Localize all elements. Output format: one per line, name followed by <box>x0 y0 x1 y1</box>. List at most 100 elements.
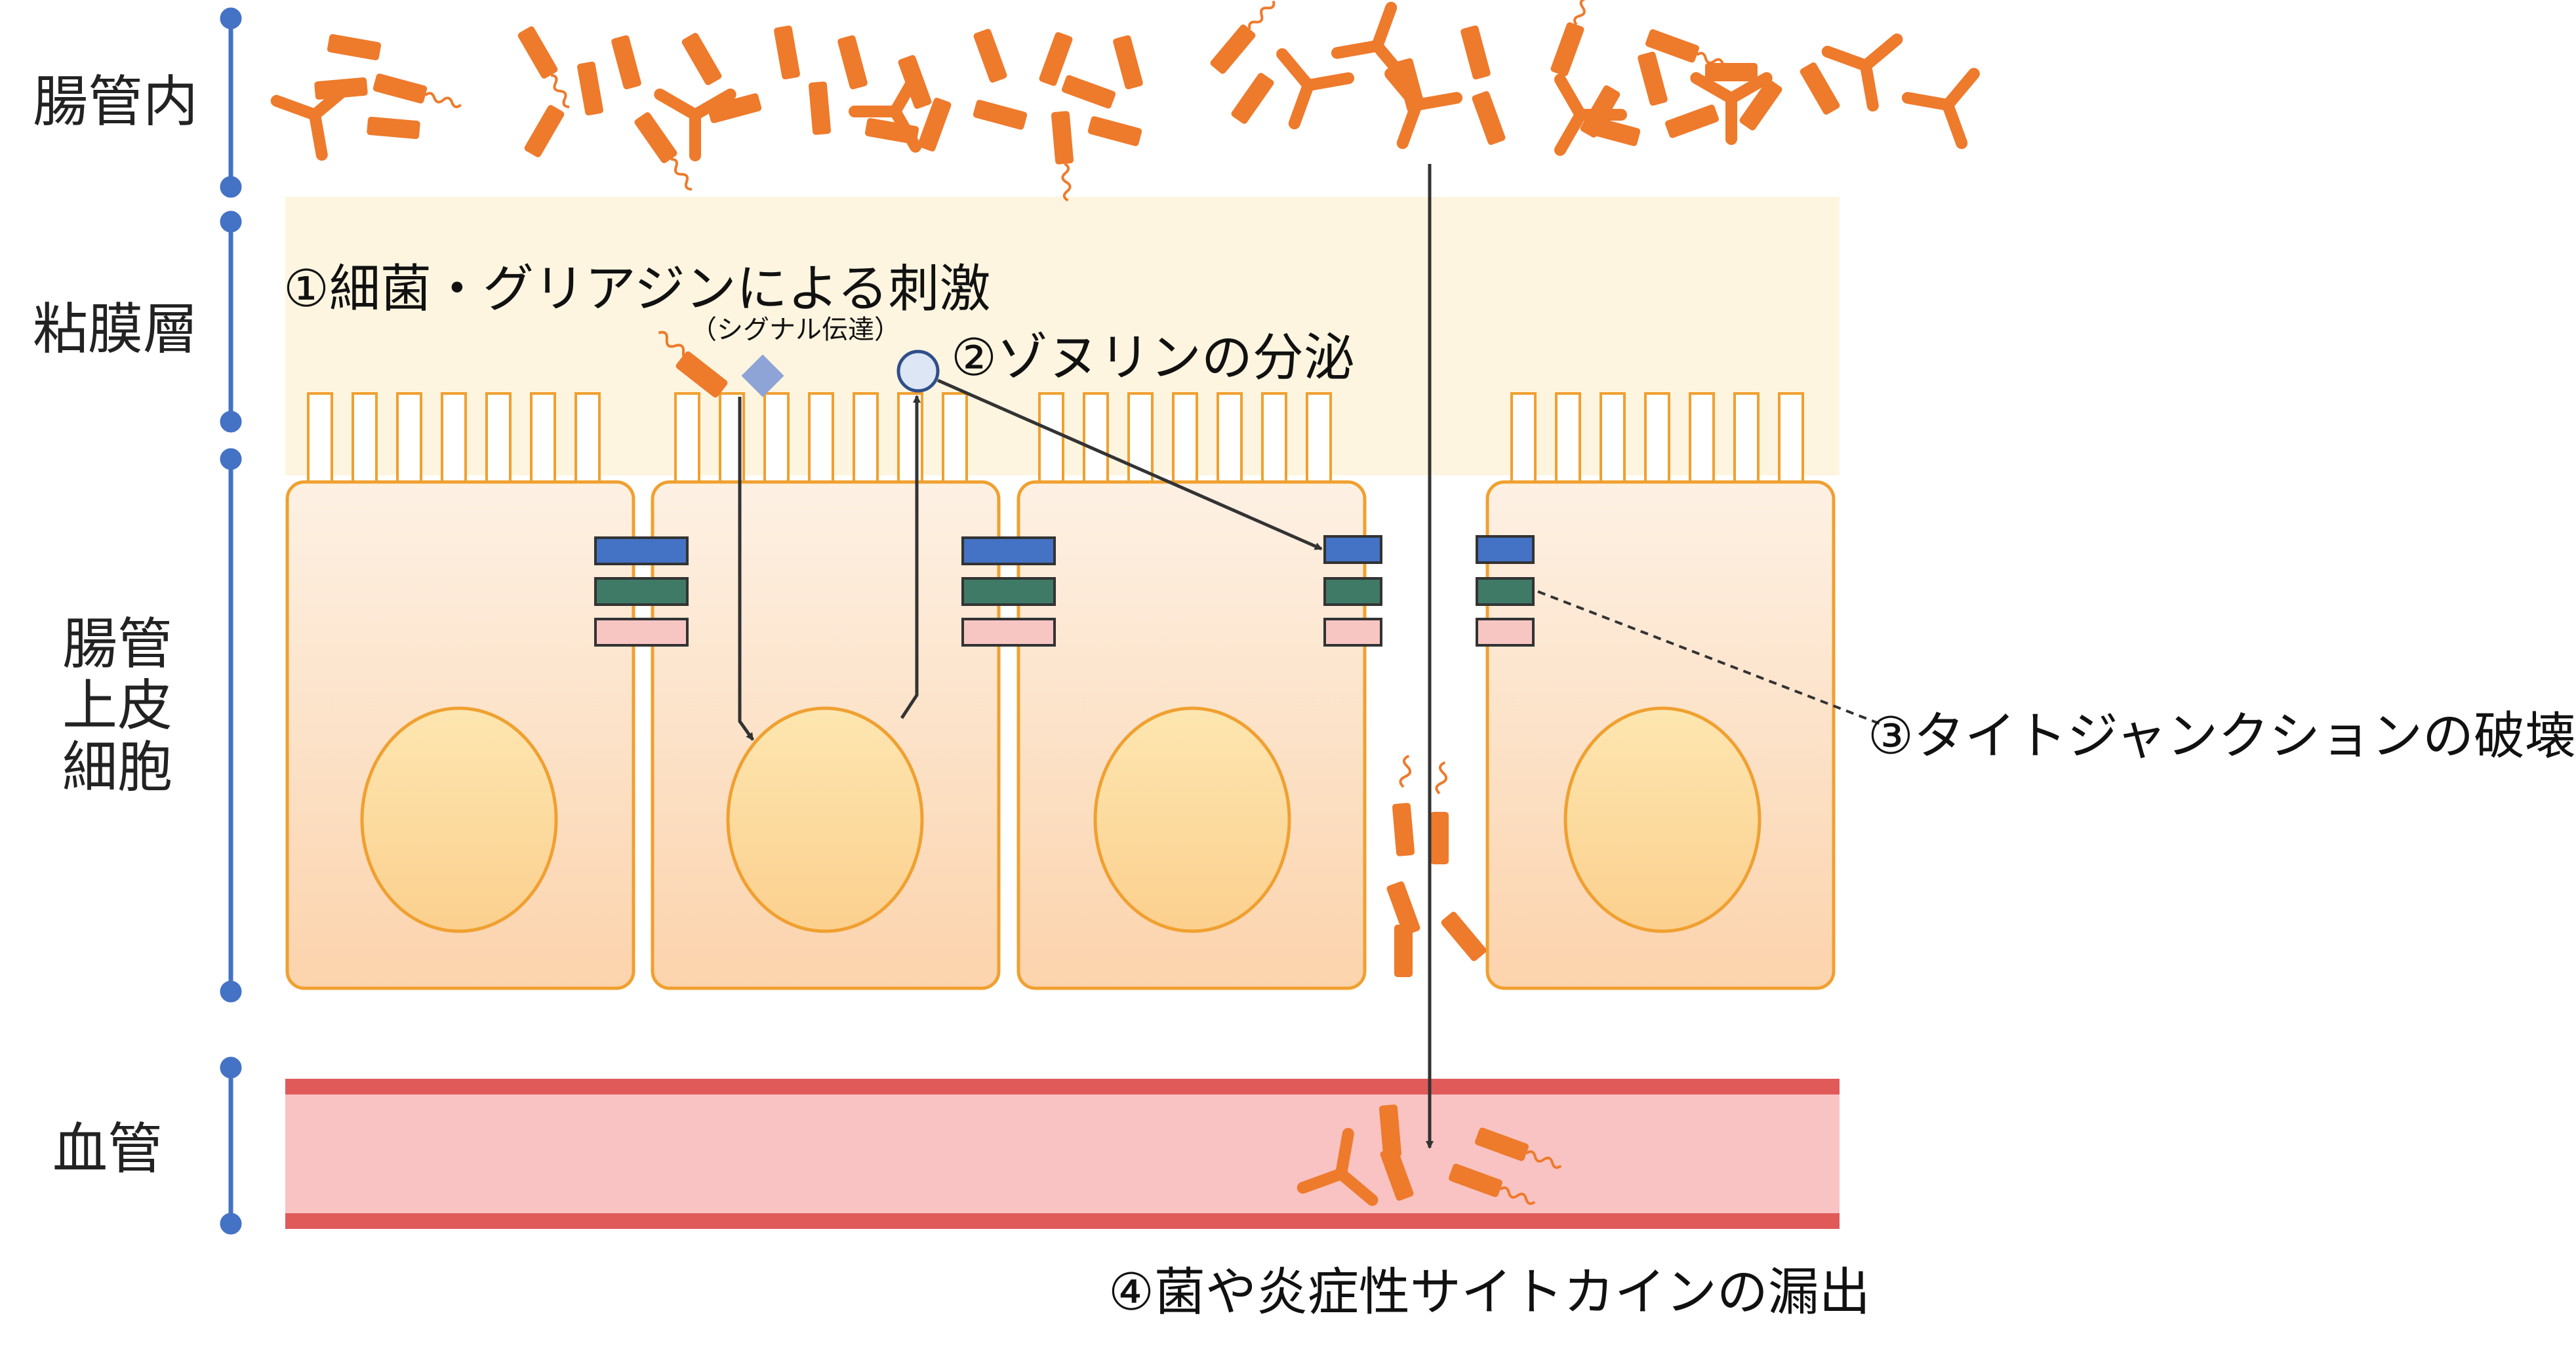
cytokine <box>1821 33 1903 112</box>
microvillus <box>897 392 923 483</box>
bacterium <box>1386 881 1420 935</box>
nucleus <box>360 706 558 933</box>
tight-junction-broken-left <box>1323 535 1382 647</box>
cytokine <box>654 89 736 161</box>
microvillus <box>1306 392 1332 483</box>
epithelial-cell <box>1485 480 1836 990</box>
microvilli <box>307 392 1804 483</box>
bacterium <box>681 33 722 85</box>
flagellum <box>1399 754 1412 788</box>
bacterium <box>973 29 1007 83</box>
bacterium <box>1472 91 1506 145</box>
bacterium <box>1441 912 1487 961</box>
epithelial-cell <box>651 480 1001 990</box>
microvillus <box>485 392 512 483</box>
tight-junctions <box>594 535 1535 647</box>
cytokine <box>1297 1127 1379 1206</box>
cytokine <box>1554 73 1627 156</box>
nucleus <box>1093 706 1291 933</box>
cytokine <box>1384 68 1463 150</box>
bacterium <box>1113 35 1143 90</box>
zonulin-molecule <box>896 350 940 393</box>
signal-arrows <box>738 164 1434 1149</box>
blood-vessel <box>285 1079 1840 1229</box>
tight-junction-broken-right <box>1476 535 1535 647</box>
tight-junction-pointer <box>1537 590 1883 726</box>
bacterium <box>1705 63 1758 81</box>
bacterium <box>1210 0 1276 74</box>
bacterium <box>1379 1104 1402 1158</box>
bacterium <box>611 35 641 90</box>
epithelial-cell <box>285 480 635 990</box>
bacterium <box>524 105 565 157</box>
microvillus <box>942 392 968 483</box>
bacterium <box>973 100 1028 130</box>
bacterium <box>774 25 800 80</box>
microvillus <box>808 392 834 483</box>
microvillus <box>674 392 700 483</box>
tight-junction-intact <box>594 536 689 647</box>
bacterium <box>1380 1147 1414 1201</box>
layer-label-lumen: 腸管内 <box>33 70 199 134</box>
microvillus <box>1600 392 1626 483</box>
step-4-label: ④菌や炎症性サイトカインの漏出 <box>1108 1263 1870 1322</box>
bacterium <box>1645 29 1733 71</box>
step-1-label: ①細菌・グリアジンによる刺激 <box>283 260 991 319</box>
nucleus <box>726 706 924 933</box>
bacterium <box>372 73 462 109</box>
microvillus <box>1083 392 1109 483</box>
microvillus <box>574 392 601 483</box>
bacterium <box>1231 73 1274 124</box>
bacterium <box>367 116 420 140</box>
bacterium <box>577 61 603 116</box>
microvillus <box>853 392 879 483</box>
microvillus <box>1689 392 1715 483</box>
bacterium <box>808 81 832 135</box>
epithelial-cell <box>1016 480 1367 990</box>
microvillus <box>763 392 790 483</box>
bacterium <box>1638 51 1668 106</box>
bacterium <box>1586 116 1641 146</box>
microvillus <box>530 392 556 483</box>
layer-label-mucus: 粘膜層 <box>33 297 199 361</box>
microvillus <box>1733 392 1760 483</box>
bacterium <box>1665 104 1719 138</box>
bacterium <box>1550 0 1592 76</box>
signal-transduction-label: （シグナル伝達） <box>691 315 900 345</box>
bacterium <box>1087 116 1142 146</box>
bacterium <box>1475 1127 1562 1169</box>
lumen-bacteria <box>270 0 1980 202</box>
bacterium <box>1460 25 1491 80</box>
bacterium <box>1449 1163 1536 1205</box>
step-2-label: ②ゾヌリンの分泌 <box>951 329 1355 388</box>
microvillus <box>441 392 467 483</box>
bacterium <box>1062 75 1116 109</box>
microvillus <box>1217 392 1243 483</box>
bacterium <box>1392 803 1415 856</box>
bacterium <box>1800 62 1840 115</box>
cytokine <box>1690 72 1773 145</box>
layer-label-vessel: 血管 <box>52 1117 163 1181</box>
bacterium <box>1039 32 1073 86</box>
bacterium <box>1051 111 1074 202</box>
microvillus <box>352 392 378 483</box>
microvillus <box>1261 392 1287 483</box>
microvillus <box>1172 392 1198 483</box>
gliadin-marker <box>741 354 784 397</box>
layer-label-epithelium: 腸管 上皮 細胞 <box>62 612 173 800</box>
cytokine <box>848 70 922 153</box>
stimulus-bacterium <box>658 331 728 398</box>
step-3-label: ③タイトジャンクションの破壊 <box>1868 707 2576 766</box>
microvillus <box>307 392 333 483</box>
epithelial-cells <box>285 480 1836 990</box>
bacterium <box>1739 79 1782 130</box>
microvillus <box>396 392 422 483</box>
bacterium <box>837 35 868 90</box>
cytokine <box>270 83 352 161</box>
cytokine <box>1901 68 1980 150</box>
bacterium <box>1430 812 1449 864</box>
leaking-bacteria <box>1386 754 1487 977</box>
bacterium <box>917 98 952 151</box>
bacterium <box>707 93 762 123</box>
